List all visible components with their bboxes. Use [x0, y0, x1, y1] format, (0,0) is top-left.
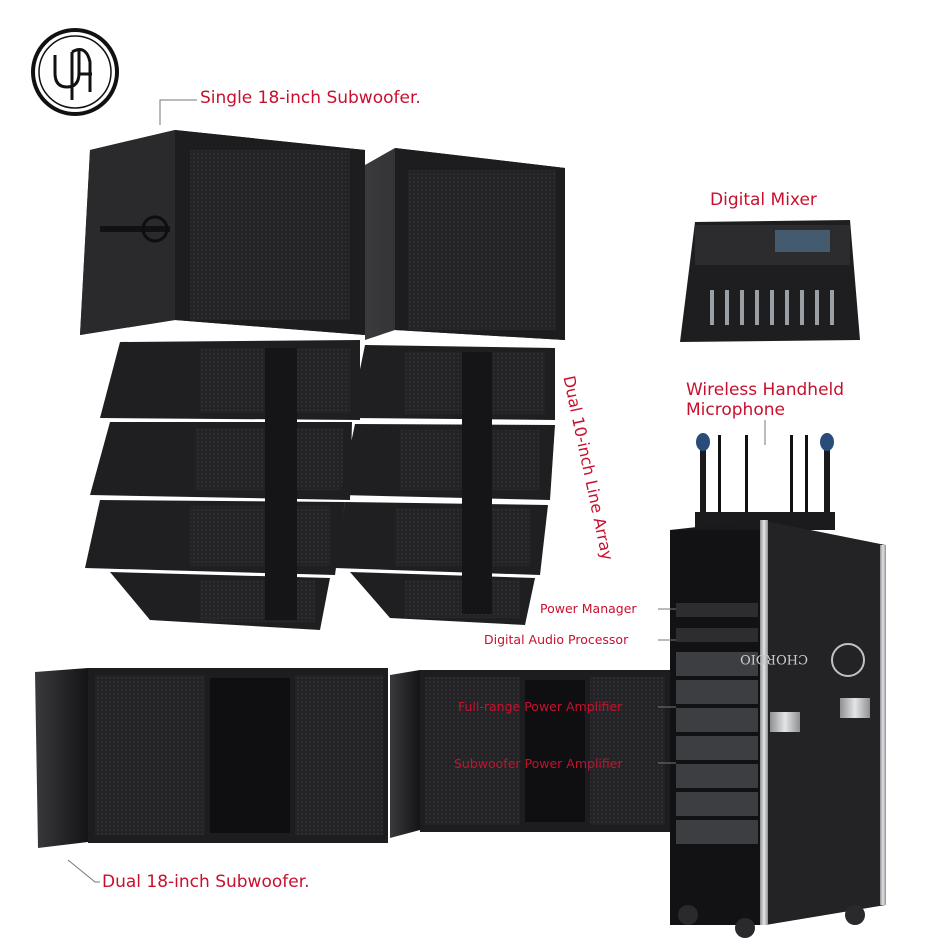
processor-label: Digital Audio Processor: [484, 632, 629, 647]
wireless-handheld-microphones: [695, 433, 835, 530]
digital-mixer-label: Digital Mixer: [710, 190, 817, 210]
sub-amp-label: Subwoofer Power Amplifier: [454, 756, 623, 771]
single-subwoofer-left: [80, 130, 365, 335]
single-subwoofer-label: Single 18-inch Subwoofer.: [200, 88, 421, 108]
microphone-label-line2: Microphone: [686, 400, 785, 420]
dual-subwoofer-right: [390, 670, 670, 838]
digital-mixer: [680, 220, 860, 342]
chordio-logo: [31, 28, 119, 116]
dual-sub-leader: [67, 859, 100, 883]
rack-flight-case: [670, 520, 886, 938]
full-range-amp-label: Full-range Power Amplifier: [458, 699, 623, 714]
line-array-right: [335, 345, 555, 625]
single-subwoofer-right: [365, 148, 565, 340]
power-manager-label: Power Manager: [540, 601, 637, 616]
dual-subwoofer-left: [35, 668, 388, 848]
dual-subwoofer-label: Dual 18-inch Subwoofer.: [102, 872, 310, 892]
microphone-label-line1: Wireless Handheld: [686, 380, 845, 400]
case-brand-text: CHORDIO: [740, 651, 808, 666]
single-sub-leader: [159, 99, 197, 125]
line-array-left: [85, 340, 360, 630]
